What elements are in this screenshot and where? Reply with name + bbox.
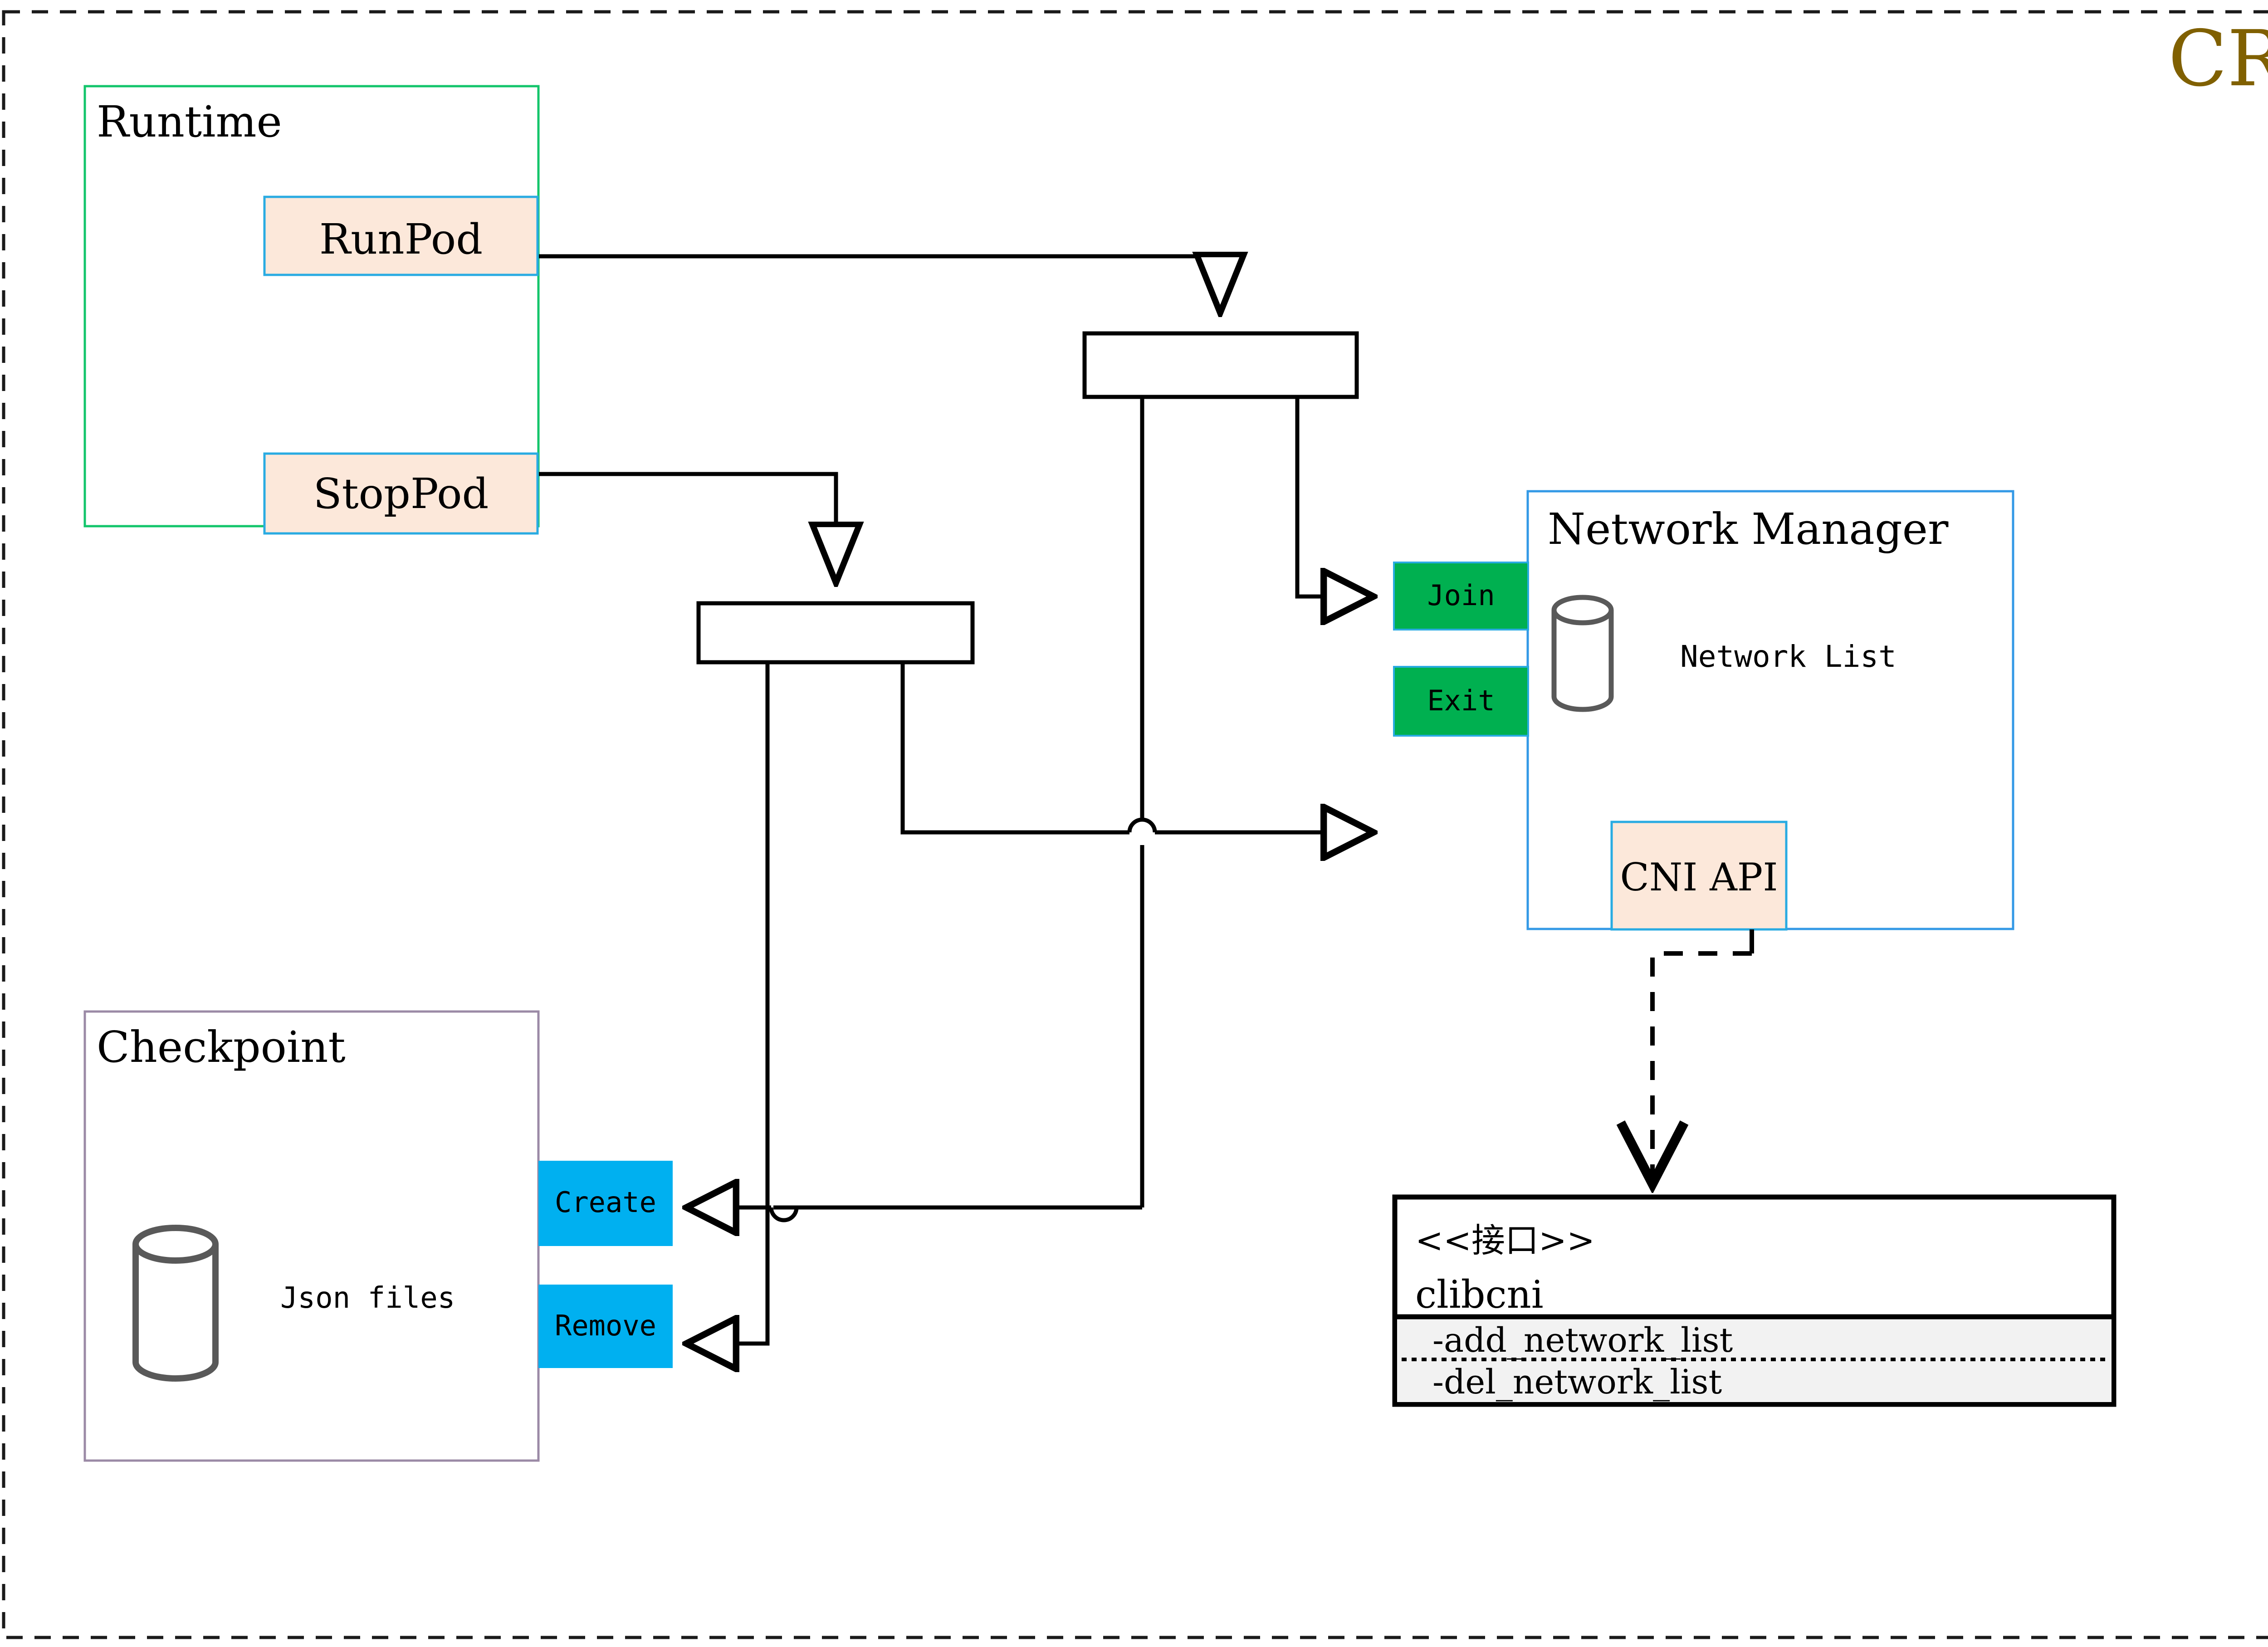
fork-bar-bottom [696, 601, 975, 665]
clibcni-stereotype-label: <<接口>> [1415, 1221, 1595, 1260]
outer-frame [2, 10, 2268, 1639]
edge-fork-bottom-to-exit [900, 662, 1374, 832]
json-files-label: Json files [280, 1281, 455, 1315]
runtime-group-label: Runtime [97, 97, 282, 147]
cni-api-label: CNI API [1620, 855, 1778, 899]
edge-fork-bottom-to-remove [686, 662, 770, 1344]
line-hop-exit [1127, 817, 1157, 833]
network-list-cylinder-icon [1551, 595, 1614, 712]
create-label: Create [555, 1186, 656, 1219]
run-pod-node[interactable] [263, 195, 539, 276]
diagram-title: CRI [2168, 14, 2268, 104]
network-list-label: Network List [1680, 639, 1897, 674]
edge-runpod-to-fork-top [539, 256, 1220, 313]
run-pod-label: RunPod [319, 215, 483, 264]
clibcni-method-del: -del_network_list [1432, 1363, 1722, 1402]
exit-node[interactable] [1393, 666, 1529, 737]
edge-fork-top-to-join [1295, 397, 1374, 596]
network-manager-group-label: Network Manager [1548, 504, 1949, 554]
clibcni-method-add: -add_network_list [1432, 1321, 1733, 1360]
edge-fork-top-to-create [686, 397, 1144, 1207]
remove-node[interactable] [538, 1285, 673, 1368]
create-node[interactable] [538, 1161, 673, 1246]
cni-api-node[interactable] [1610, 821, 1788, 931]
edge-cni-api-to-clibcni [1652, 929, 1754, 1184]
exit-label: Exit [1427, 684, 1495, 717]
line-hop-create [769, 1207, 799, 1222]
json-files-cylinder-icon [132, 1225, 219, 1382]
clibcni-name-label: clibcni [1415, 1272, 1544, 1317]
checkpoint-group-label: Checkpoint [97, 1022, 346, 1072]
remove-label: Remove [555, 1309, 656, 1342]
stop-pod-node[interactable] [263, 452, 539, 535]
join-label: Join [1427, 579, 1495, 612]
stop-pod-label: StopPod [313, 469, 489, 518]
edge-stoppod-to-fork-bottom [539, 472, 836, 583]
join-node[interactable] [1393, 562, 1529, 630]
fork-bar-top [1082, 331, 1359, 399]
